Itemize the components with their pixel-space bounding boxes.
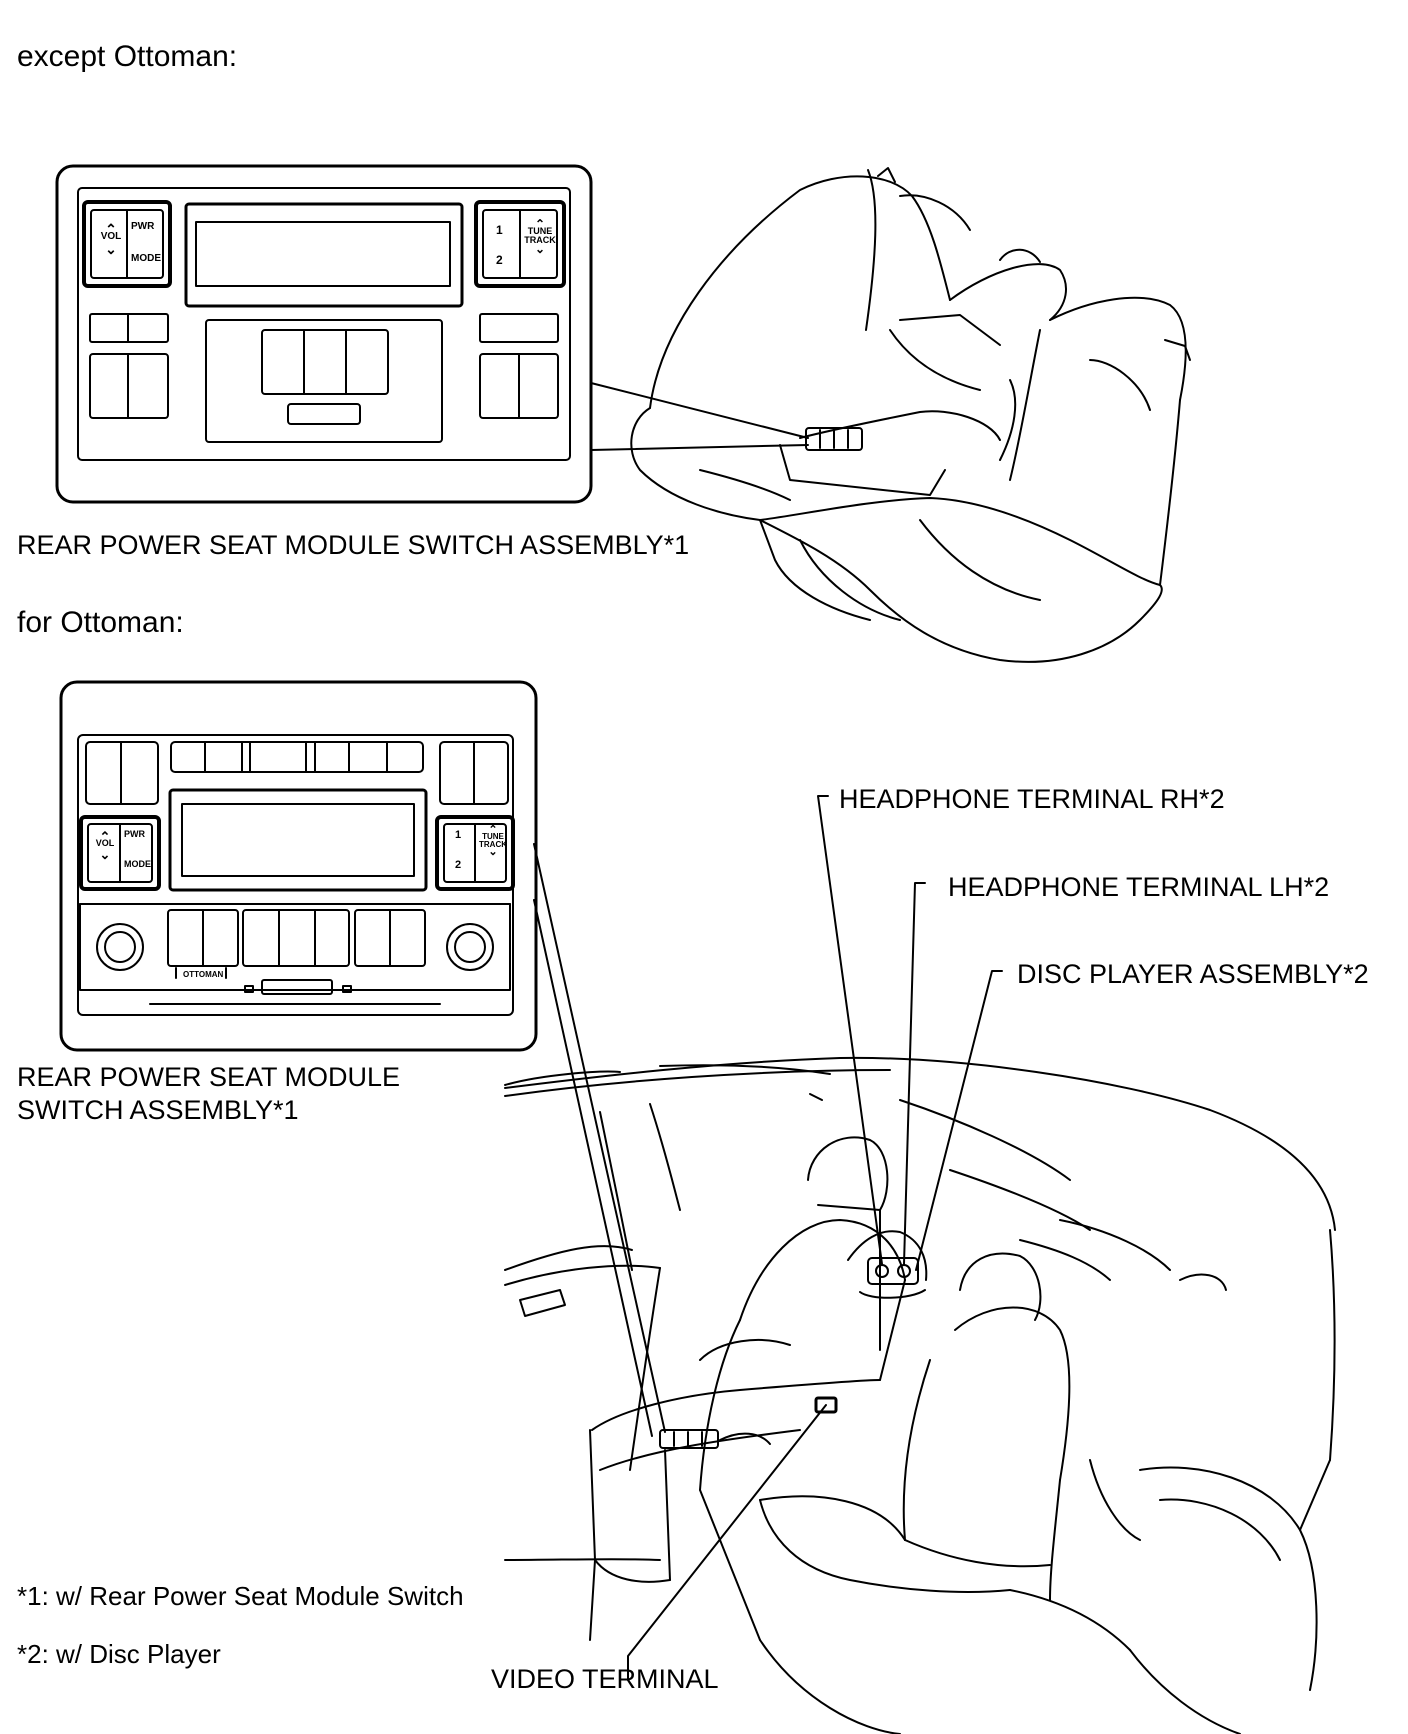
footnote-2: *2: w/ Disc Player (17, 1639, 221, 1669)
bottom-vol-key: ⌃ VOL ⌄ (92, 830, 118, 861)
footnote-1: *1: w/ Rear Power Seat Module Switch (17, 1581, 464, 1611)
top-preset-one: 1 (496, 223, 503, 237)
video-terminal-label: VIDEO TERMINAL (491, 1664, 719, 1694)
bottom-preset-two: 2 (455, 859, 462, 871)
chevron-up-icon: ⌃ (488, 824, 498, 836)
bottom-preset-one: 1 (455, 829, 462, 841)
headphone-terminal-lh-label: HEADPHONE TERMINAL LH*2 (948, 872, 1330, 902)
switch-assembly-label-bottom-line1: REAR POWER SEAT MODULE (17, 1062, 401, 1092)
chevron-up-icon: ⌃ (534, 217, 546, 231)
disc-player-assembly-label: DISC PLAYER ASSEMBLY*2 (1017, 959, 1369, 989)
chevron-down-icon: ⌄ (105, 241, 117, 257)
switch-assembly-label-bottom-line2: SWITCH ASSEMBLY*1 (17, 1095, 299, 1125)
section-heading-except-ottoman: except Ottoman: (17, 40, 238, 73)
chevron-down-icon: ⌄ (488, 846, 498, 858)
tune-label: TUNE (482, 832, 504, 841)
switch-assembly-label-top: REAR POWER SEAT MODULE SWITCH ASSEMBLY*1 (17, 530, 690, 560)
top-preset-two: 2 (496, 253, 503, 267)
track-label: TRACK (524, 235, 556, 245)
bottom-mode-label: MODE (124, 859, 151, 869)
chevron-up-icon: ⌃ (105, 221, 117, 237)
car-interior-illustration (505, 796, 1335, 1734)
tune-label: TUNE (527, 226, 553, 236)
track-label: TRACK (479, 840, 507, 849)
section-heading-for-ottoman: for Ottoman: (17, 606, 184, 639)
top-switch-panel (57, 166, 591, 502)
vol-label: VOL (100, 231, 122, 242)
top-vol-key: ⌃ VOL ⌄ (98, 222, 124, 256)
rear-seat-illustration (591, 168, 1190, 662)
top-pwr-label: PWR (131, 221, 155, 232)
chevron-down-icon: ⌄ (99, 847, 111, 862)
vol-label: VOL (95, 838, 115, 848)
top-mode-label: MODE (131, 253, 161, 264)
ottoman-label: OTTOMAN (183, 970, 224, 979)
chevron-down-icon: ⌄ (534, 242, 546, 256)
chevron-up-icon: ⌃ (99, 829, 111, 844)
top-tune-key: ⌃ TUNE TRACK ⌄ (523, 218, 557, 255)
headphone-terminal-rh-label: HEADPHONE TERMINAL RH*2 (839, 784, 1225, 814)
bottom-pwr-label: PWR (124, 829, 145, 839)
bottom-tune-key: ⌃ TUNE TRACK ⌄ (478, 825, 508, 858)
bottom-switch-panel (61, 682, 536, 1050)
